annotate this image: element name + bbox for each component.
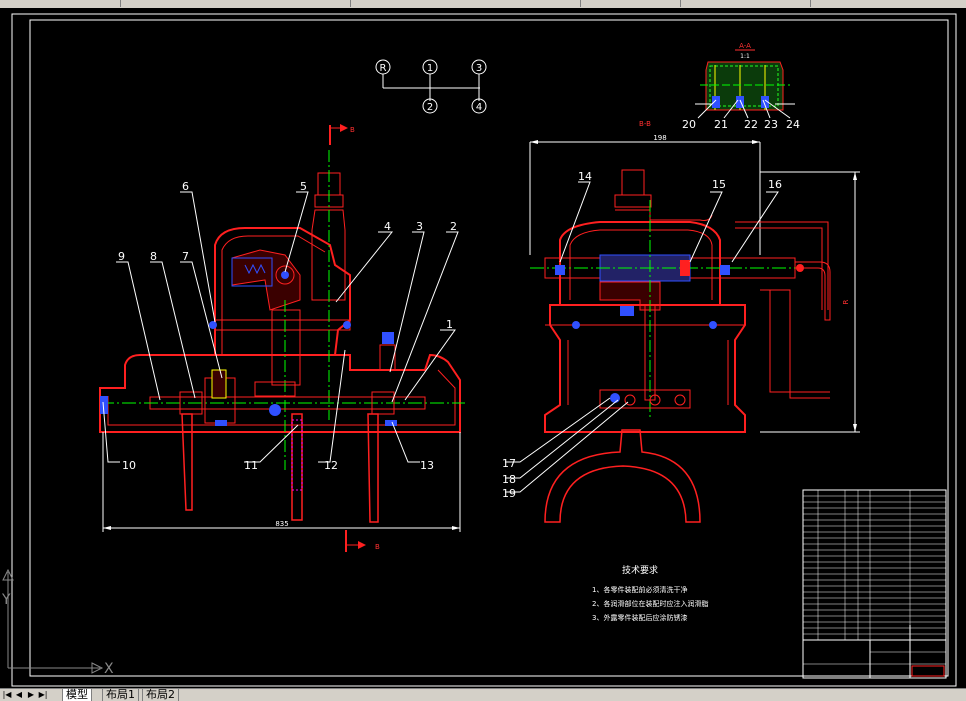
- toolbar-segment[interactable]: [580, 0, 681, 7]
- outer-frame: [11, 13, 957, 687]
- toolbar-segment[interactable]: [680, 0, 811, 7]
- gear-2: 2: [427, 102, 433, 113]
- section-aa-label: A-A: [739, 42, 751, 50]
- balloon-19: 19: [502, 487, 516, 500]
- tech-req-title: 技术要求: [622, 564, 658, 576]
- balloon-3: 3: [416, 220, 423, 233]
- balloon-22: 22: [744, 118, 758, 131]
- prev-tab-icon[interactable]: ◀: [15, 690, 23, 699]
- toolbar-segment[interactable]: [120, 0, 351, 7]
- toolbar-segment[interactable]: [350, 0, 581, 7]
- balloon-6: 6: [182, 180, 189, 193]
- tech-req-item-2: 2、各润滑部位在装配时应注入润滑脂: [592, 599, 708, 608]
- balloon-4: 4: [384, 220, 391, 233]
- ucs-y-label: Y: [1, 592, 11, 608]
- section-b-bottom: B: [375, 543, 380, 551]
- balloon-10: 10: [122, 459, 136, 472]
- last-tab-icon[interactable]: ▶|: [38, 690, 48, 699]
- technical-requirements: 技术要求 1、各零件装配前必须清洗干净 2、各润滑部位在装配时应注入润滑脂 3、…: [592, 564, 708, 622]
- left-main-view: 8 3 5: [99, 150, 465, 532]
- tab-model[interactable]: 模型: [62, 689, 92, 701]
- layout-tab-bar: |◀ ◀ ▶ ▶| 模型 布局1 布局2: [0, 688, 966, 701]
- gear-r: R: [380, 63, 387, 74]
- tech-req-item-1: 1、各零件装配前必须清洗干净: [592, 585, 687, 594]
- section-a-a-view: A-A 1:1: [695, 42, 795, 111]
- balloon-20: 20: [682, 118, 696, 131]
- inner-frame: [29, 19, 949, 677]
- balloon-13: 13: [420, 459, 434, 472]
- tech-req-item-3: 3、外露零件装配后应涂防锈漆: [592, 613, 687, 622]
- balloon-21: 21: [714, 118, 728, 131]
- cad-drawing-canvas[interactable]: Y X R 1 3 2 4 A-A 1:1: [0, 8, 966, 688]
- balloon-23: 23: [764, 118, 778, 131]
- tab-layout1[interactable]: 布局1: [102, 689, 139, 701]
- balloon-2: 2: [450, 220, 457, 233]
- section-b-top: B: [350, 126, 355, 134]
- section-bb-label: B-B: [639, 120, 651, 128]
- balloon-5: 5: [300, 180, 307, 193]
- balloon-15: 15: [712, 178, 726, 191]
- part-balloons: [102, 99, 791, 493]
- ucs-x-label: X: [104, 661, 114, 677]
- ucs-icon: Y X: [1, 568, 114, 677]
- balloon-11: 11: [244, 459, 258, 472]
- toolbar-segment[interactable]: [0, 0, 121, 7]
- next-tab-icon[interactable]: ▶: [27, 690, 35, 699]
- gear-scheme: R 1 3 2 4: [375, 59, 487, 114]
- balloon-9: 9: [118, 250, 125, 263]
- balloon-18: 18: [502, 473, 516, 486]
- right-section-view: 198 R: [529, 134, 860, 523]
- gear-1: 1: [427, 63, 433, 74]
- balloon-12: 12: [324, 459, 338, 472]
- balloon-14: 14: [578, 170, 592, 183]
- gear-3: 3: [476, 63, 482, 74]
- scale-aa: 1:1: [740, 53, 750, 60]
- balloon-16: 16: [768, 178, 782, 191]
- balloon-8: 8: [150, 250, 157, 263]
- section-b-markers: B B B-B: [329, 120, 651, 552]
- balloon-1: 1: [446, 318, 453, 331]
- dimension-835: 835: [275, 520, 288, 528]
- balloon-7: 7: [182, 250, 189, 263]
- balloon-17: 17: [502, 457, 516, 470]
- part-numbers: 1 2 3 4 5 6 7 8 9 10 11 12 13 14 15 16 1…: [118, 118, 800, 500]
- tab-layout2[interactable]: 布局2: [142, 689, 179, 701]
- dimension-height: R: [842, 299, 850, 304]
- title-block: [802, 489, 947, 679]
- balloon-24: 24: [786, 118, 800, 131]
- dimension-198: 198: [653, 134, 666, 142]
- gear-4: 4: [476, 102, 482, 113]
- first-tab-icon[interactable]: |◀: [2, 690, 12, 699]
